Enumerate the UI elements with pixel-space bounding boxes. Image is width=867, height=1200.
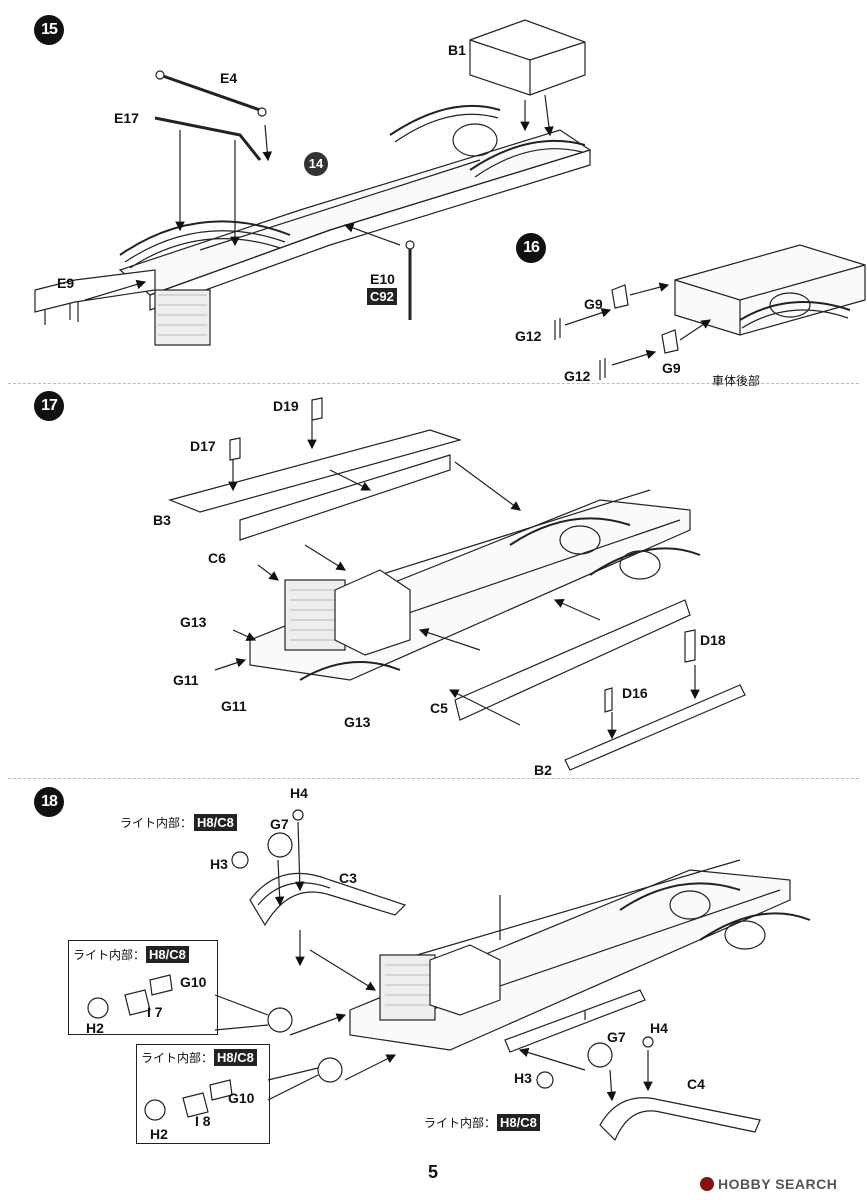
part-label-h8-c8-3: H8/C8 [214, 1049, 257, 1066]
section-divider-2 [8, 778, 859, 779]
part-label-h8-c8-2: H8/C8 [146, 946, 189, 963]
light-interior-caption-2: ライト内部： [73, 948, 146, 962]
light-interior-caption-1: ライト内部： [120, 816, 193, 830]
part-label-c3: C3 [339, 870, 357, 886]
light-detail-inset-1 [68, 940, 218, 1035]
light-interior-caption-3: ライト内部： [141, 1051, 214, 1065]
part-label-e17: E17 [114, 110, 139, 126]
part-label-g12-lower: G12 [564, 368, 591, 384]
part-label-g7-lower: G7 [607, 1029, 626, 1045]
part-label-c6: C6 [208, 550, 226, 566]
part-label-b1: B1 [448, 42, 466, 58]
part-label-i8: I 8 [195, 1113, 211, 1129]
step-15-badge: 15 [34, 15, 64, 45]
part-label-g13-right: G13 [344, 714, 371, 730]
part-label-h4-upper: H4 [290, 785, 308, 801]
part-label-g9-upper: G9 [584, 296, 603, 312]
hobby-search-watermark: HOBBY SEARCH [700, 1176, 837, 1192]
rear-body-caption: 車体後部 [712, 374, 761, 388]
part-label-g9-lower: G9 [662, 360, 681, 376]
part-label-e4: E4 [220, 70, 238, 86]
section-divider-1 [8, 383, 859, 384]
hobby-search-brand-text: HOBBY SEARCH [718, 1176, 838, 1192]
step-18-badge: 18 [34, 787, 64, 817]
part-label-i7: I 7 [147, 1004, 163, 1020]
part-label-e9: E9 [57, 275, 75, 291]
part-label-h2-upper: H2 [86, 1020, 104, 1036]
part-label-h3-lower: H3 [514, 1070, 532, 1086]
part-label-c5: C5 [430, 700, 448, 716]
part-label-h3-upper: H3 [210, 856, 228, 872]
part-label-d19: D19 [273, 398, 299, 414]
part-label-d18: D18 [700, 632, 726, 648]
part-label-b3: B3 [153, 512, 171, 528]
part-label-h8-c8-1: H8/C8 [194, 814, 237, 831]
part-label-c92: C92 [367, 288, 397, 305]
light-detail-inset-2 [136, 1044, 270, 1144]
part-label-d16: D16 [622, 685, 648, 701]
part-label-g11-left: G11 [173, 672, 199, 688]
part-label-c4: C4 [687, 1076, 705, 1092]
part-label-b2: B2 [534, 762, 552, 778]
part-label-g11-right: G11 [221, 698, 247, 714]
hobby-search-logo-icon [700, 1177, 714, 1191]
part-label-h2-lower: H2 [150, 1126, 168, 1142]
part-label-g13-left: G13 [180, 614, 207, 630]
part-label-e10: E10 [370, 271, 395, 287]
light-interior-caption-4: ライト内部： [424, 1116, 497, 1130]
part-label-g12-upper: G12 [515, 328, 542, 344]
part-label-g10-upper: G10 [180, 974, 207, 990]
part-label-h4-lower: H4 [650, 1020, 668, 1036]
step-16-badge: 16 [516, 233, 546, 263]
part-label-h8-c8-4: H8/C8 [497, 1114, 540, 1131]
part-label-g10-lower: G10 [228, 1090, 255, 1106]
page-number: 5 [428, 1162, 439, 1182]
part-label-g7-upper: G7 [270, 816, 289, 832]
step-14-reference-badge: 14 [304, 152, 328, 176]
part-label-d17: D17 [190, 438, 216, 454]
step-17-badge: 17 [34, 391, 64, 421]
